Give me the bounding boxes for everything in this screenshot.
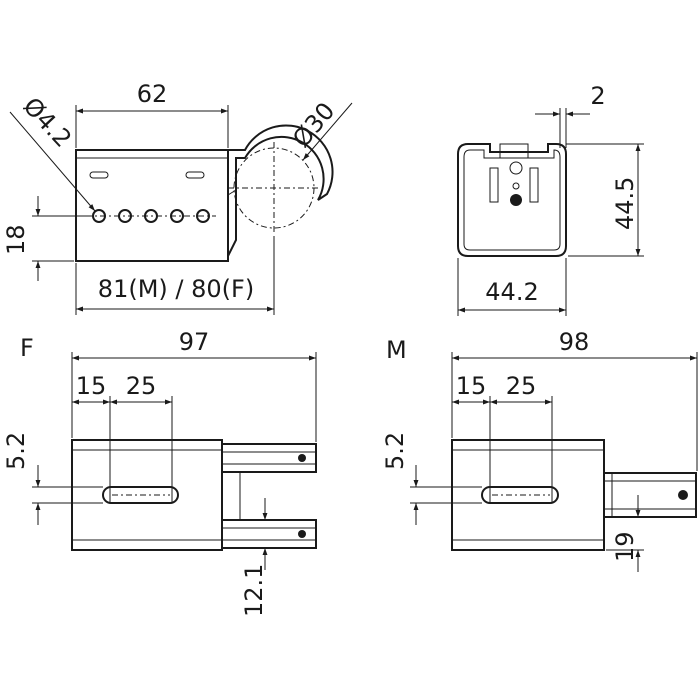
slot-right	[185, 171, 205, 179]
slot-left	[89, 171, 109, 179]
female-pin-top	[298, 454, 306, 462]
leader-hole-dia	[9, 111, 96, 212]
female-fork-gap	[222, 471, 241, 521]
clamp-arm	[227, 124, 334, 257]
profile-outer	[457, 143, 567, 257]
dim-width-label: 44.2	[485, 278, 538, 306]
female-body	[71, 439, 223, 551]
dim-length-label: 97	[179, 328, 210, 356]
dim-slot-label: 25	[126, 372, 157, 400]
dim-offset-label: 15	[456, 372, 487, 400]
dim-length-label: 98	[559, 328, 590, 356]
female-view-label: F	[20, 334, 34, 362]
male-body	[451, 439, 605, 551]
male-pin-hole	[678, 490, 688, 500]
bracket-body	[75, 149, 229, 262]
dim-tube-dia-label: Ø30	[287, 97, 340, 153]
profile-pin-bottom	[510, 194, 522, 206]
dim-height-label: 44.5	[611, 177, 639, 230]
dim-offset-label: 15	[76, 372, 107, 400]
female-fork-bottom	[221, 519, 317, 549]
profile-slot-right	[529, 167, 539, 203]
end-view-top-right: 2 44.5 44.2	[457, 82, 644, 316]
male-slot	[481, 486, 559, 504]
hole-row	[86, 209, 216, 223]
profile-notch	[499, 143, 529, 159]
dim-width-label: 62	[137, 80, 168, 108]
male-view-label: M	[386, 336, 407, 364]
side-view-top-left: 62 Ø4.2 Ø30 18 81(M) / 80(F)	[2, 80, 353, 315]
male-pin	[603, 472, 697, 518]
dim-gap-label: 12.1	[240, 564, 268, 617]
female-fork-top	[221, 443, 317, 473]
dim-wall-label: 2	[590, 82, 605, 110]
female-view: F 97 15 25 5.2	[2, 328, 317, 617]
clamp-detail	[227, 189, 237, 196]
dim-hole-dia-label: Ø4.2	[18, 92, 77, 153]
male-view: M 98 15 25 5.2	[381, 328, 698, 572]
dim-slot-label: 25	[506, 372, 537, 400]
profile-inner	[463, 149, 561, 251]
dim-slot-height-label: 5.2	[2, 432, 30, 470]
dim-slot-height-label: 5.2	[381, 432, 409, 470]
profile-pin-top	[509, 161, 523, 175]
female-slot	[102, 486, 179, 504]
profile-slot-left	[489, 167, 499, 203]
female-pin-bottom	[298, 530, 306, 538]
dim-hole-height-label: 18	[2, 224, 30, 255]
dim-pin-height-label: 19	[611, 531, 639, 562]
profile-center-hole	[512, 182, 520, 190]
dim-length-label: 81(M) / 80(F)	[98, 275, 254, 303]
leader-tube-dia	[302, 102, 353, 161]
